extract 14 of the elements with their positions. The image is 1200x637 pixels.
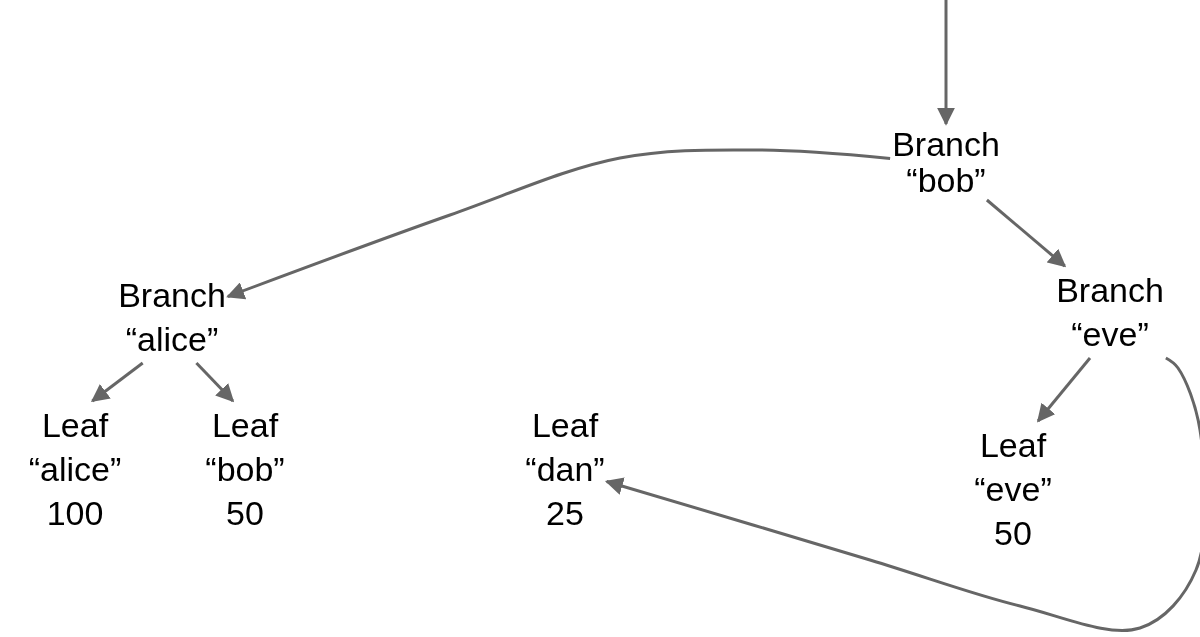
arrow <box>604 356 1200 632</box>
arrow <box>90 361 144 403</box>
node-label: Branch “eve” <box>1056 270 1164 355</box>
arrow <box>985 198 1067 268</box>
arrow <box>1036 357 1092 423</box>
node-label: Branch “alice” <box>118 275 226 360</box>
arrow <box>226 148 891 300</box>
node-label: Branch “bob” <box>892 126 1000 198</box>
node-label: Leaf “bob” 50 <box>205 405 285 534</box>
arrow <box>195 361 235 403</box>
node-label: Leaf “alice” 100 <box>28 405 122 534</box>
arrow <box>937 0 955 126</box>
node-label: Leaf “eve” 50 <box>974 425 1052 554</box>
node-label: Leaf “dan” 25 <box>525 405 605 534</box>
